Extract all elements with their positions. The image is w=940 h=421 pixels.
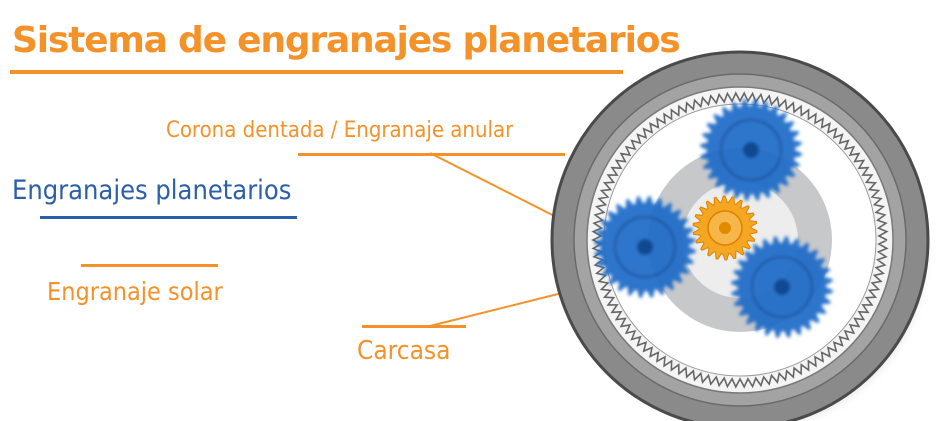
- underline-planet-gears: [40, 216, 297, 219]
- underline-sun-gear: [81, 264, 218, 267]
- planet-gear: [731, 236, 833, 338]
- planet-gear-inner-ring: [751, 256, 813, 318]
- label-ring-gear: Corona dentada / Engranaje anular: [166, 118, 514, 143]
- ring-gear-teeth: [591, 91, 889, 389]
- underline-housing: [362, 325, 466, 328]
- planet-gear: [700, 99, 802, 201]
- sun-gear: [692, 195, 758, 261]
- leader-line-housing: [429, 287, 583, 327]
- planet-gear-hub: [637, 239, 653, 255]
- planet-gear: [594, 196, 696, 298]
- title-underline: [10, 70, 623, 74]
- label-housing: Carcasa: [357, 336, 451, 366]
- planet-gear-inner-ring: [720, 119, 782, 181]
- planet-gear-hub: [743, 142, 759, 158]
- label-sun-gear: Engranaje solar: [47, 277, 223, 306]
- planet-gears-group: [594, 99, 833, 338]
- planet-gear-inner-ring: [614, 216, 676, 278]
- label-planet-gears: Engranajes planetarios: [12, 175, 292, 206]
- sun-gear-hub: [719, 222, 731, 234]
- planet-gear-hub: [774, 279, 790, 295]
- diagram-title: Sistema de engranajes planetarios: [12, 20, 681, 61]
